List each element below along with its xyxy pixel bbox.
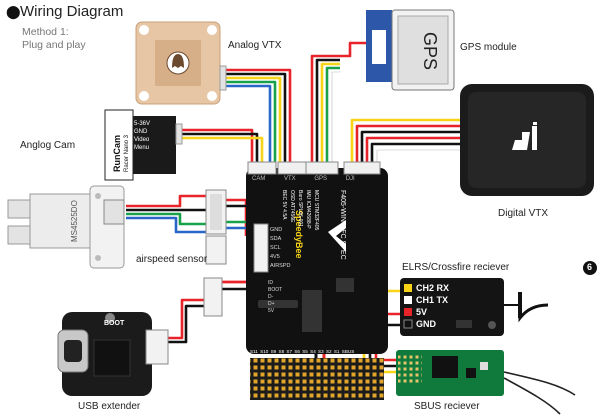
fc-usb-pin: D+ <box>268 301 275 307</box>
fc-i2c-pin: SDA <box>270 236 282 242</box>
fc-servo-label: S11 <box>250 349 258 354</box>
fc-spec-value: SPL06-001 <box>297 201 303 227</box>
usb-extender-label: USB extender <box>78 401 141 412</box>
camera-pin: 5-36V <box>134 121 151 127</box>
fc-spec-value: AT7456E <box>289 201 295 223</box>
fc-usb-pin: BOOT <box>268 287 283 293</box>
airspeed-sensor-label: airspeed sensor <box>136 254 208 265</box>
analog-vtx <box>135 21 227 105</box>
sbus-receiver <box>396 350 504 396</box>
fc-spec-value: ICM42688-P <box>305 200 311 229</box>
fc-port-labels: CAM VTX GPS DJI <box>252 176 355 182</box>
anglog-cam-label: Anglog Cam <box>20 140 76 151</box>
page-title: Wiring Diagram <box>20 3 124 20</box>
elrs-receiver <box>400 278 549 336</box>
fc-model: F405-WING FC SPEC <box>339 190 346 260</box>
camera-brand: RunCam <box>112 134 122 172</box>
fc-servo-label: S9 <box>270 349 277 354</box>
fc-i2c-pin: 4V5 <box>270 254 280 260</box>
elrs-receiver-label: ELRS/Crossfire reciever <box>402 262 510 273</box>
fc-spec-key: Baro <box>297 190 303 201</box>
camera-pin: Video <box>134 137 150 143</box>
analog-vtx-label: Analog VTX <box>228 40 282 51</box>
sbus-receiver-label: SBUS reciever <box>414 401 480 412</box>
fc-spec-key: BEC <box>281 190 287 201</box>
sensor-text: MS4525DO <box>70 200 79 242</box>
gps-text: GPS <box>420 32 440 71</box>
digital-vtx-label: Digital VTX <box>498 208 549 219</box>
fc-servo-label: S2 <box>325 349 332 354</box>
elrs-pin-gnd: GND <box>416 319 436 329</box>
usb-extender <box>57 312 169 396</box>
fc-port-vtx: VTX <box>284 176 296 182</box>
gps-module <box>366 9 455 91</box>
fc-spec-value: 5V 4.5A <box>281 201 287 220</box>
fc-servo-label: S5 <box>302 349 308 354</box>
airspeed-sensor <box>7 185 125 269</box>
fc-servo-label: S8 <box>278 349 285 354</box>
wiring-icon: ⬤ <box>6 4 21 19</box>
fc-usb-labels: ID BOOT D- D+ 5V <box>268 280 282 315</box>
fc-servo-labels: S11 S10 S9 S8 S7 S6 S5 S4 S3 S2 S1 SBUS <box>250 349 354 354</box>
usb-pin-connector <box>203 277 223 317</box>
chevron-icon <box>328 220 346 252</box>
method-line-1: Method 1: <box>22 26 69 38</box>
fc-spec-key: MCU <box>313 190 319 202</box>
fc-servo-label: S1 <box>333 349 340 354</box>
flight-controller <box>246 161 388 400</box>
fc-spec-key: IMU <box>305 190 311 200</box>
fc-servo-label: SBUS <box>341 349 355 354</box>
fc-port-dji: DJI <box>345 176 355 182</box>
digital-vtx <box>460 84 594 196</box>
fc-servo-label: S7 <box>286 349 293 354</box>
camera-pin: GND <box>134 129 148 135</box>
fc-usb-pin: D- <box>268 294 274 300</box>
fc-usb-pin: ID <box>268 280 273 286</box>
fc-i2c-labels: GND SDA SCL 4V5 AIRSPD <box>270 226 290 271</box>
elrs-pin-ch1: CH1 TX <box>416 295 449 305</box>
antenna-icon <box>504 292 549 323</box>
elrs-pin-5v: 5V <box>416 307 428 317</box>
method-line-2: Plug and play <box>22 39 86 51</box>
page-number: 6 <box>587 262 593 272</box>
fc-servo-label: S6 <box>294 349 300 354</box>
fc-i2c-pin: GND <box>270 227 283 233</box>
camera-model: Racer Nano 3 <box>124 134 130 172</box>
fc-port-gps: GPS <box>314 176 328 182</box>
elrs-pin-ch2: CH2 RX <box>416 283 450 293</box>
fc-servo-label: S3 <box>318 349 324 354</box>
camera-pin: Menu <box>134 145 150 151</box>
boot-text: BOOT <box>104 320 125 327</box>
fc-spec-table: MCU STM32F405 IMU ICM42688-P Baro SPL06-… <box>280 190 320 230</box>
ghost-logo-icon <box>172 54 184 68</box>
fc-i2c-pin: AIRSPD <box>270 263 291 269</box>
page-number-badge <box>583 261 597 275</box>
fc-servo-label: S4 <box>310 349 316 354</box>
fc-spec-value: STM32F405 <box>313 202 319 231</box>
analog-camera <box>104 109 183 181</box>
fc-usb-pin: 5V <box>268 308 275 314</box>
camera-pin-list: 5-36V GND Video Menu <box>134 120 150 152</box>
gps-module-label: GPS module <box>460 42 517 53</box>
fc-servo-label: S10 <box>260 349 269 354</box>
fc-port-cam: CAM <box>252 176 266 182</box>
fc-i2c-pin: SCL <box>270 245 281 251</box>
i2c-connectors <box>205 189 227 265</box>
dji-logo-icon <box>512 122 537 150</box>
fc-spec-key: OSD <box>289 190 295 201</box>
